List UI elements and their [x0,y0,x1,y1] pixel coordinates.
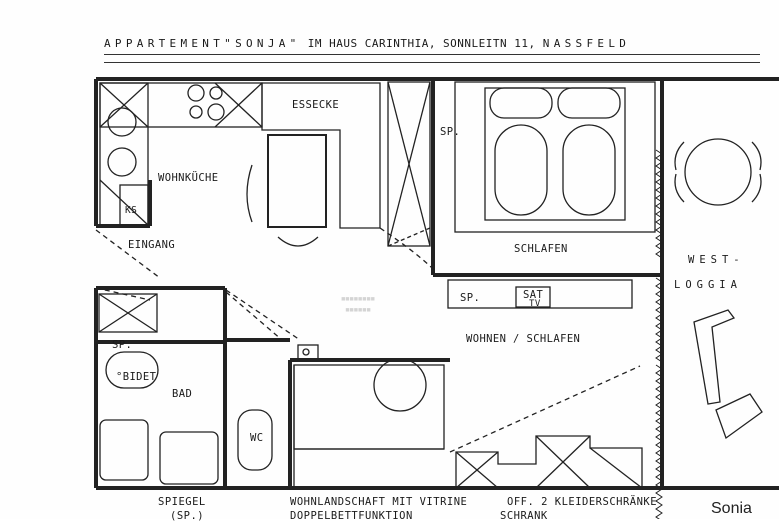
room-label-wohnkueche: WOHNKÜCHE [158,172,219,184]
kitchen-units [99,82,263,226]
dining-corner [246,82,381,247]
room-label-wc: WC [250,432,264,444]
room-label-loggia: LOGGIA [674,279,742,291]
room-label-west: WEST- [688,254,745,266]
label-tv: TV [529,299,541,309]
loggia-table-set [674,138,762,206]
caption-kleiderschraenke: OFF. 2 KLEIDERSCHRÄNKE [507,496,658,508]
title-double-underline [104,54,760,63]
label-bidet-text: BIDET [122,371,157,383]
outer-walls [94,77,779,490]
tv-cabinet [447,279,633,309]
label-sp-bedroom: SP. [440,126,461,138]
caption-spiegel-sp: (SP.) [170,510,205,522]
room-label-bad: BAD [172,388,193,400]
plan-title-address: IM HAUS CARINTHIA, SONNLEITN 11, [300,37,543,50]
bedroom-wardrobe [387,81,431,247]
wardrobes-open [455,435,643,489]
kitchen-walls [96,180,152,228]
label-bidet: °BIDET [116,371,157,383]
room-label-schlafen: SCHLAFEN [514,243,568,255]
bathroom-fixtures [98,291,283,485]
sofa-landscape [293,344,445,488]
caption-wohnlandschaft: WOHNLANDSCHAFT MIT VITRINE [290,496,468,508]
plan-title: APPARTEMENT"SONJA" IM HAUS CARINTHIA, SO… [104,37,630,50]
loggia-lounger [693,309,763,440]
inner-walls [96,79,664,488]
caption-doppelbett: DOPPELBETTFUNKTION [290,510,413,522]
brand-logo-text: Sonia [711,500,752,517]
label-ks: KS [125,205,138,216]
loggia-windows [655,149,663,519]
double-bed [454,81,656,233]
plan-title-apartment: APPARTEMENT"SONJA" [104,37,301,50]
room-label-eingang: EINGANG [128,239,176,251]
room-label-wohnen-schlafen: WOHNEN / SCHLAFEN [466,333,581,345]
label-sat: SAT [523,289,544,301]
faint-watermark-stamp: ■■■■■■■■■■■■■■ [341,296,375,314]
living-doors [225,227,641,453]
label-sp-living: SP. [460,292,481,304]
plan-title-town: NASSFELD [542,37,631,50]
caption-schrank: SCHRANK [500,510,548,522]
caption-spiegel: SPIEGEL [158,496,206,508]
label-sp-bad: SP. [112,339,133,351]
room-label-essecke: ESSECKE [292,99,340,111]
